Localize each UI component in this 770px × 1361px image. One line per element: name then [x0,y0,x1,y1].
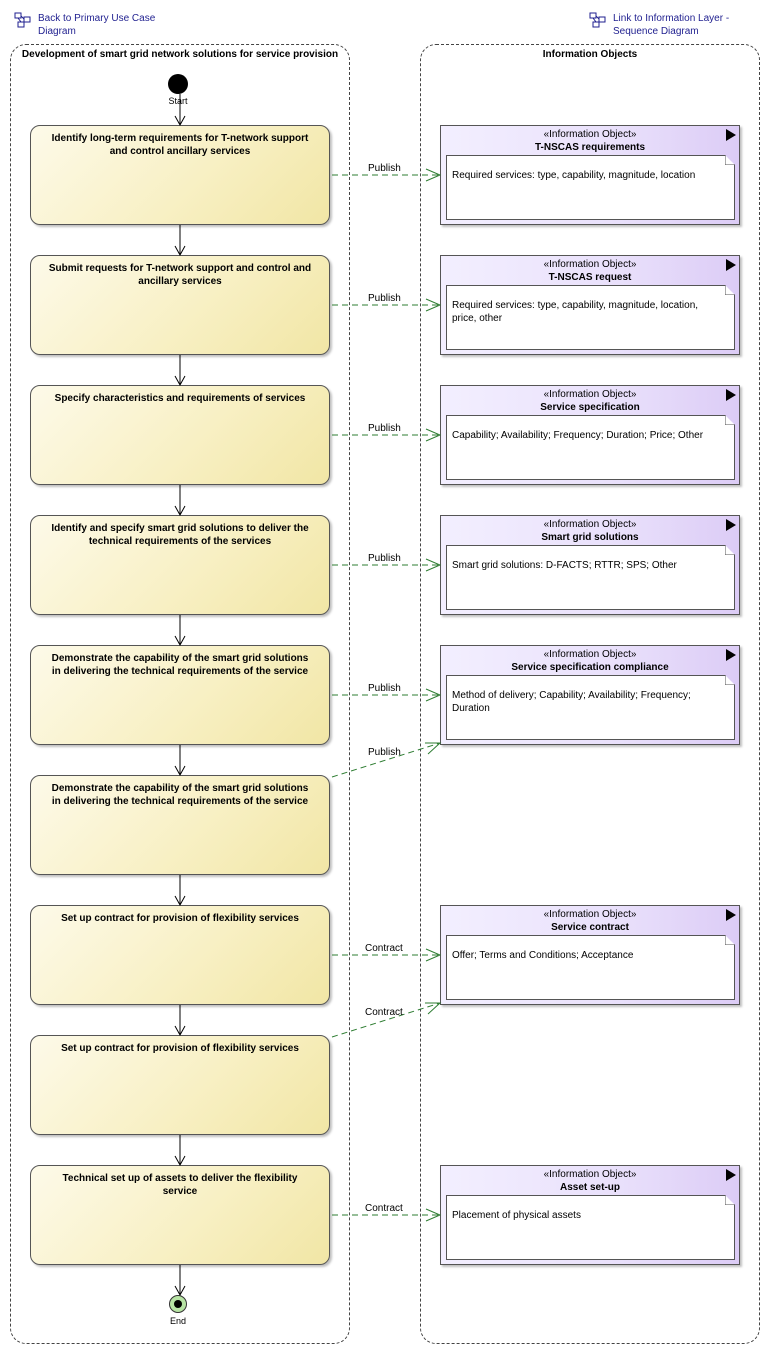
control-flow[interactable] [174,875,186,907]
object-note: Method of delivery; Capability; Availabi… [446,675,735,740]
object-stereotype: «Information Object» [543,649,637,660]
action-label: Demonstrate the capability of the smart … [51,783,309,807]
control-flow[interactable] [174,485,186,517]
information-flow-line[interactable] [331,1002,441,1038]
object-name: Service contract [551,922,629,933]
action-identify-solutions[interactable]: Identify and specify smart grid solution… [30,515,330,615]
control-flow[interactable] [174,355,186,387]
object-stereotype: «Information Object» [543,1169,637,1180]
object-name: Service specification [540,402,640,413]
flow-label: Publish [368,163,401,174]
object-stereotype: «Information Object» [543,389,637,400]
flag-icon [726,909,736,921]
flag-icon [726,519,736,531]
flag-icon [726,389,736,401]
arrowhead-icon [425,688,442,702]
flow-label: Publish [368,293,401,304]
flag-icon [726,1169,736,1181]
object-stereotype: «Information Object» [543,909,637,920]
arrowhead-icon [425,1002,442,1015]
object-name: T-NSCAS request [548,272,632,283]
arrowhead-icon [425,558,442,572]
object-service-specification-compliance[interactable]: «Information Object» Service specificati… [440,645,740,745]
end-label: End [169,1316,186,1326]
action-label: Identify long-term requirements for T-ne… [51,133,309,157]
object-note: Placement of physical assets [446,1195,735,1260]
object-smart-grid-solutions[interactable]: «Information Object» Smart grid solution… [440,515,740,615]
process-lane-title: Development of smart grid network soluti… [21,49,339,60]
control-flow[interactable] [174,745,186,777]
back-link-text[interactable]: Back to Primary Use Case Diagram [38,13,156,37]
object-note: Capability; Availability; Frequency; Dur… [446,415,735,480]
flag-icon [726,649,736,661]
flow-label: Publish [368,747,401,758]
flow-label: Contract [365,943,403,954]
object-note: Smart grid solutions: D-FACTS; RTTR; SPS… [446,545,735,610]
control-flow[interactable] [174,1005,186,1037]
information-layer-link[interactable]: Link to Information Layer - Sequence Dia… [589,12,729,38]
start-node[interactable] [168,74,188,94]
object-name: T-NSCAS requirements [534,142,646,153]
action-label: Demonstrate the capability of the smart … [51,653,309,677]
control-flow[interactable] [174,615,186,647]
process-lane: Development of smart grid network soluti… [10,44,350,1344]
object-asset-set-up[interactable]: «Information Object» Asset set-up Placem… [440,1165,740,1265]
action-label: Identify and specify smart grid solution… [51,523,309,547]
information-layer-link-text[interactable]: Link to Information Layer - Sequence Dia… [613,13,730,37]
object-stereotype: «Information Object» [543,129,637,140]
object-name: Smart grid solutions [541,532,639,543]
information-flow-line[interactable] [331,742,441,778]
object-service-specification[interactable]: «Information Object» Service specificati… [440,385,740,485]
object-note: Required services: type, capability, mag… [446,155,735,220]
control-flow[interactable] [174,225,186,257]
action-specify-characteristics[interactable]: Specify characteristics and requirements… [30,385,330,485]
flag-icon [726,259,736,271]
end-node[interactable] [169,1295,187,1313]
flow-label: Publish [368,423,401,434]
object-t-nscas-request[interactable]: «Information Object» T-NSCAS request Req… [440,255,740,355]
information-objects-lane-title: Information Objects [542,49,638,60]
control-flow[interactable] [174,1265,186,1297]
object-note: Offer; Terms and Conditions; Acceptance [446,935,735,1000]
action-label: Specify characteristics and requirements… [54,393,306,404]
flow-label: Contract [365,1007,403,1018]
arrowhead-icon [425,948,442,962]
action-demonstrate-capability-1[interactable]: Demonstrate the capability of the smart … [30,645,330,745]
diagram-link-icon [14,12,31,28]
flag-icon [726,129,736,141]
arrowhead-icon [425,298,442,312]
object-stereotype: «Information Object» [543,259,637,270]
action-submit-requests[interactable]: Submit requests for T-network support an… [30,255,330,355]
object-service-contract[interactable]: «Information Object» Service contract Of… [440,905,740,1005]
action-technical-set-up[interactable]: Technical set up of assets to deliver th… [30,1165,330,1265]
arrowhead-icon [425,428,442,442]
action-label: Submit requests for T-network support an… [48,263,312,287]
control-flow[interactable] [174,1135,186,1167]
object-name: Service specification compliance [511,662,669,673]
flow-label: Contract [365,1203,403,1214]
action-label: Set up contract for provision of flexibi… [61,1043,299,1054]
information-objects-lane: Information Objects [420,44,760,1344]
end-node-core [174,1300,182,1308]
object-name: Asset set-up [559,1182,620,1193]
action-label: Set up contract for provision of flexibi… [61,913,299,924]
arrowhead-icon [425,742,442,755]
diagram-link-icon [589,12,606,28]
control-flow[interactable] [174,94,186,127]
action-demonstrate-capability-2[interactable]: Demonstrate the capability of the smart … [30,775,330,875]
flow-label: Publish [368,683,401,694]
start-label: Start [168,96,188,106]
back-to-primary-use-case-link[interactable]: Back to Primary Use Case Diagram [14,12,155,38]
arrowhead-icon [425,168,442,182]
object-t-nscas-requirements[interactable]: «Information Object» T-NSCAS requirement… [440,125,740,225]
flow-label: Publish [368,553,401,564]
action-label: Technical set up of assets to deliver th… [62,1173,298,1197]
object-note: Required services: type, capability, mag… [446,285,735,350]
object-stereotype: «Information Object» [543,519,637,530]
arrowhead-icon [425,1208,442,1222]
